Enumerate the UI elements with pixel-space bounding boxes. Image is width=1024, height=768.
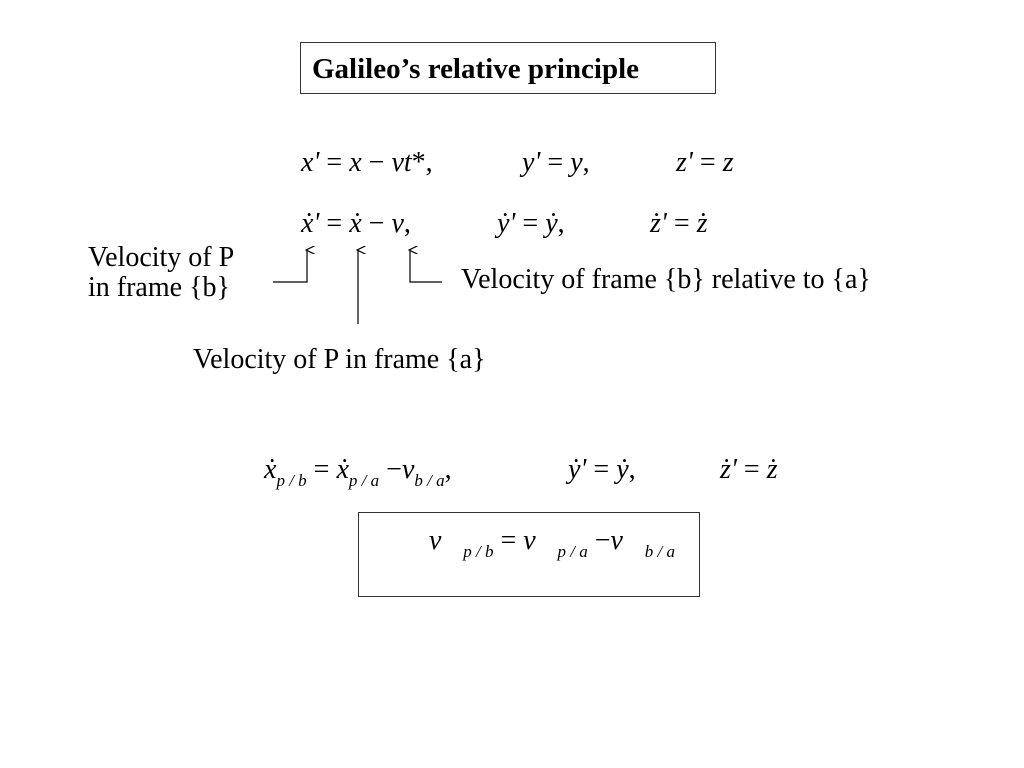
equation-z-velocity: ż' = ż [650, 208, 708, 240]
eq1-y-equals: = [547, 147, 564, 178]
eq1-z-equals: = [699, 147, 716, 178]
eq1-z-lhs: z' [676, 147, 693, 178]
result-b-sub: b / a [644, 542, 675, 561]
eq3-y-tail: , [628, 454, 636, 485]
eq1-x-b: vt [391, 147, 412, 178]
eq3-y-equals: = [593, 454, 610, 485]
eq2-x-equals: = [326, 208, 343, 239]
eq3-x-tail: , [444, 454, 452, 485]
eq1-x-a: x [349, 147, 362, 178]
arrow-to-x-prime [273, 250, 307, 283]
eq3-x-equals: = [313, 454, 330, 485]
eq3-y-a: ẏ [616, 454, 629, 485]
eq3-x-a: ẋ [336, 454, 349, 485]
result-equals: = [500, 525, 517, 556]
equation-relative-velocity-z: ż' = ż [720, 454, 778, 486]
eq2-x-b: v [391, 208, 404, 239]
eq1-y-tail: , [582, 147, 590, 178]
result-a-sub: p / a [557, 542, 588, 561]
label-velocity-p-frame-b-line1: Velocity of P [88, 242, 235, 273]
eq3-x-b: v [401, 454, 415, 485]
eq3-x-lhs-sub: p / b [276, 471, 307, 490]
eq3-z-lhs: ż' [720, 454, 737, 485]
eq3-z-equals: = [743, 454, 760, 485]
result-minus: − [594, 525, 611, 556]
eq1-y-a: y [570, 147, 583, 178]
equation-x-transform: x' = x − vt*, [301, 147, 433, 179]
eq2-z-equals: = [673, 208, 690, 239]
eq1-z-a: z [722, 147, 734, 178]
vector-relative-velocity-equation: v⃗p / b = v⃗p / a −v⃗b / a [429, 525, 675, 562]
eq2-x-a: ẋ [349, 208, 362, 239]
eq2-x-tail: , [403, 208, 411, 239]
eq3-x-b-sub: b / a [414, 471, 445, 490]
equation-y-transform: y' = y, [522, 147, 590, 179]
eq3-z-a: ż [766, 454, 778, 485]
arrow-to-v [410, 250, 442, 283]
eq1-x-equals: = [326, 147, 343, 178]
eq2-y-tail: , [557, 208, 565, 239]
eq2-y-equals: = [522, 208, 539, 239]
eq1-y-lhs: y' [522, 147, 541, 178]
result-box: v⃗p / b = v⃗p / a −v⃗b / a [358, 512, 700, 597]
eq2-z-a: ż [696, 208, 708, 239]
result-lhs: v⃗ [429, 525, 464, 556]
result-b: v⃗ [610, 525, 645, 556]
eq3-x-a-sub: p / a [348, 471, 380, 490]
eq3-x-lhs: ẋ [264, 454, 277, 485]
equation-x-velocity: ẋ' = ẋ − v, [301, 208, 411, 240]
eq2-y-a: ẏ [545, 208, 558, 239]
result-a: v⃗ [523, 525, 558, 556]
eq2-y-lhs: ẏ' [497, 208, 516, 239]
eq2-x-minus: − [368, 208, 385, 239]
eq3-y-lhs: ẏ' [568, 454, 587, 485]
equation-relative-velocity-x: ẋp / b = ẋp / a −vb / a, [264, 454, 452, 491]
label-velocity-p-frame-b-line2: in frame {b} [88, 272, 230, 303]
eq2-z-lhs: ż' [650, 208, 667, 239]
equation-y-velocity: ẏ' = ẏ, [497, 208, 565, 240]
eq1-x-tail: *, [411, 147, 433, 178]
eq3-x-minus: − [386, 454, 402, 485]
label-velocity-p-frame-a: Velocity of P in frame {a} [193, 344, 486, 375]
title-box: Galileo’s relative principle [300, 42, 716, 94]
equation-z-transform: z' = z [676, 147, 734, 179]
eq1-x-minus: − [368, 147, 385, 178]
equation-relative-velocity-y: ẏ' = ẏ, [568, 454, 636, 486]
label-velocity-p-frame-b: Velocity of P in frame {b} [88, 243, 234, 303]
eq2-x-lhs: ẋ' [301, 208, 320, 239]
slide-title: Galileo’s relative principle [312, 53, 640, 85]
result-lhs-sub: p / b [463, 542, 494, 561]
eq1-x-lhs: x' [301, 147, 320, 178]
label-velocity-frame-b-rel-a: Velocity of frame {b} relative to {a} [461, 264, 871, 295]
